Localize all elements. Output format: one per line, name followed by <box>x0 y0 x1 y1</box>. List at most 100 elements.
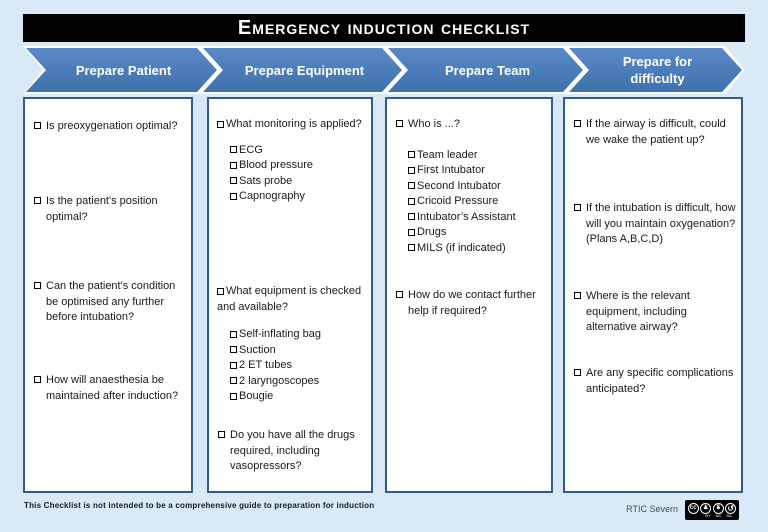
chevron-arrow-icon <box>569 48 742 92</box>
question-text: Are any specific complications anticipat… <box>586 367 734 395</box>
cc-license-labels: BY NC SA <box>705 512 732 518</box>
cc-license-badge: cc ♟ $ ↺ BY NC SA <box>685 500 739 520</box>
non-commercial-icon: $ <box>712 502 724 514</box>
checklist-item: If the airway is difficult, could we wak… <box>573 117 736 148</box>
share-alike-icon: ↺ <box>725 502 737 514</box>
sub-item: First Intubator <box>408 163 546 179</box>
sub-item: MILS (if indicated) <box>408 241 546 257</box>
checkbox-icon <box>408 182 415 189</box>
checkbox-icon <box>230 377 237 384</box>
attribution-icon: ♟ <box>700 502 712 514</box>
question-text: If the intubation is difficult, how will… <box>586 202 736 245</box>
sub-item: Cricoid Pressure <box>408 194 546 210</box>
banner-label: Prepare Team <box>444 62 531 78</box>
checkbox-icon <box>408 166 415 174</box>
banner-label: Prepare for difficulty <box>622 54 693 86</box>
checkbox-icon <box>230 361 237 369</box>
question-text: Who is ...? <box>408 118 460 130</box>
chevron-arrow-icon <box>388 48 583 92</box>
checkbox-icon <box>396 291 403 298</box>
question-text: Is preoxygenation optimal? <box>46 120 178 132</box>
checklist-item: Do you have all the drugs required, incl… <box>217 428 366 475</box>
checkbox-icon <box>34 197 41 204</box>
checkbox-icon <box>217 120 224 128</box>
banner-label: Prepare Patient <box>75 62 172 78</box>
checkbox-icon <box>408 213 415 220</box>
banner-prepare-patient: Prepare Patient <box>23 46 220 94</box>
checkbox-icon <box>218 431 225 438</box>
checkbox-icon <box>574 120 581 127</box>
sub-checklist: ECG Blood pressure Sats probe Capnograph… <box>230 143 366 205</box>
checkbox-icon <box>408 151 415 158</box>
sub-item: Capnography <box>230 189 366 205</box>
chevron-arrow-icon <box>26 48 217 92</box>
footer-disclaimer: This Checklist is not intended to be a c… <box>24 501 375 510</box>
banner-prepare-for-difficulty: Prepare for difficulty <box>566 46 745 94</box>
question-text: Do you have all the drugs required, incl… <box>230 429 355 472</box>
checkbox-icon <box>574 369 581 376</box>
checkbox-icon <box>408 244 415 251</box>
question-text: Is the patient's position optimal? <box>46 195 158 223</box>
sub-item: Bougie <box>230 389 366 405</box>
banner-prepare-equipment: Prepare Equipment <box>200 46 405 94</box>
checkbox-icon <box>230 146 237 153</box>
question-text: What monitoring is applied? <box>226 118 362 130</box>
column-prepare-equipment: What monitoring is applied? ECG Blood pr… <box>207 97 373 493</box>
sub-item: Second Intubator <box>408 179 546 195</box>
column-prepare-team: Who is ...? Team leader First Intubator … <box>385 97 553 493</box>
question-text: How do we contact further help if requir… <box>408 289 536 317</box>
checkbox-icon <box>230 330 237 338</box>
checkbox-icon <box>574 204 581 211</box>
checklist-item: Where is the relevant equipment, includi… <box>573 289 736 336</box>
checklist-item: What equipment is checked and available?… <box>217 284 366 405</box>
question-text: How will anaesthesia be maintained after… <box>46 374 179 402</box>
checkbox-icon <box>408 197 415 205</box>
sub-item: Sats probe <box>230 174 366 190</box>
checkbox-icon <box>408 228 415 236</box>
checkbox-icon <box>217 287 224 295</box>
sub-item: Blood pressure <box>230 158 366 174</box>
checklist-item: Is the patient's position optimal? <box>33 194 186 225</box>
page-title: Emergency induction checklist <box>237 17 531 39</box>
sub-item: 2 ET tubes <box>230 358 366 374</box>
sub-checklist: Team leader First Intubator Second Intub… <box>408 148 546 257</box>
question-text: What equipment is checked and available? <box>217 285 362 313</box>
checklist-item: What monitoring is applied? ECG Blood pr… <box>217 117 366 205</box>
sub-item: Suction <box>230 343 366 359</box>
chevron-arrow-icon <box>203 48 402 92</box>
sub-item: 2 laryngoscopes <box>230 374 366 390</box>
sub-item: Team leader <box>408 148 546 164</box>
column-prepare-patient: Is preoxygenation optimal? Is the patien… <box>23 97 193 493</box>
checklist-item: Who is ...? Team leader First Intubator … <box>395 117 546 256</box>
checkbox-icon <box>230 392 237 400</box>
banner-prepare-team: Prepare Team <box>385 46 586 94</box>
sub-item: ECG <box>230 143 366 159</box>
question-text: Can the patient's condition be optimised… <box>46 280 176 323</box>
title-bar: Emergency induction checklist <box>23 14 745 42</box>
checklist-item: Is preoxygenation optimal? <box>33 119 186 135</box>
checkbox-icon <box>230 177 237 184</box>
checkbox-icon <box>230 161 237 169</box>
sub-item: Intubator’s Assistant <box>408 210 546 226</box>
cc-icon: cc <box>687 502 699 514</box>
checkbox-icon <box>34 376 41 383</box>
sub-item: Self-inflating bag <box>230 327 366 343</box>
checklist-item: Are any specific complications anticipat… <box>573 366 736 397</box>
checkbox-icon <box>574 292 581 299</box>
sub-checklist: Self-inflating bag Suction 2 ET tubes 2 … <box>230 327 366 405</box>
question-text: If the airway is difficult, could we wak… <box>586 118 726 146</box>
checklist-item: How do we contact further help if requir… <box>395 288 546 319</box>
checklist-item: If the intubation is difficult, how will… <box>573 201 736 248</box>
checkbox-icon <box>34 122 41 129</box>
checklist-item: How will anaesthesia be maintained after… <box>33 373 186 404</box>
checkbox-icon <box>230 192 237 200</box>
banner-label: Prepare Equipment <box>244 62 365 78</box>
sub-item: Drugs <box>408 225 546 241</box>
credit-text: RTIC Severn <box>626 504 678 514</box>
question-text: Where is the relevant equipment, includi… <box>586 290 690 333</box>
checklist-item: Can the patient's condition be optimised… <box>33 279 186 326</box>
checkbox-icon <box>34 282 41 289</box>
checkbox-icon <box>396 120 403 127</box>
checkbox-icon <box>230 346 237 353</box>
